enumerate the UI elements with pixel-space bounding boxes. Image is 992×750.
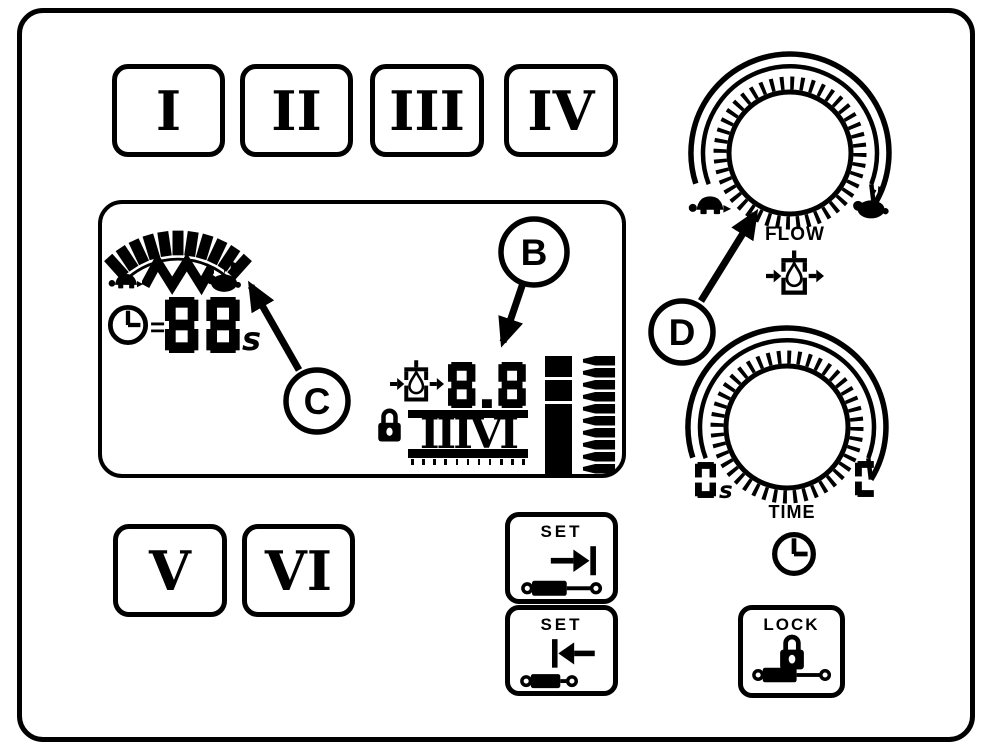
speed-gauge <box>104 230 252 282</box>
flow-readout-value <box>448 362 526 408</box>
flow-knob[interactable] <box>675 36 905 266</box>
clock-icon <box>107 304 149 346</box>
scale-tick <box>488 459 492 465</box>
level-bar <box>545 356 572 474</box>
scale-tick <box>500 459 503 465</box>
nozzle-column <box>582 356 616 474</box>
nozzle-icon <box>582 404 616 414</box>
lock-button[interactable]: LOCK <box>738 605 845 698</box>
time-knob-max-value <box>855 461 876 497</box>
mode-button-3[interactable]: III <box>370 64 484 157</box>
mode-button-4[interactable]: IV <box>504 64 618 157</box>
level-bar-segment <box>545 356 572 377</box>
mode-button-2-label: II <box>271 78 322 143</box>
section-readout: IIIVI <box>408 410 528 465</box>
scale-tick <box>522 459 525 465</box>
nozzle-icon <box>582 464 616 474</box>
scale-tick <box>411 459 414 465</box>
level-bar-segment <box>545 404 572 474</box>
mode-button-1[interactable]: I <box>112 64 225 157</box>
mode-button-6-label: VI <box>264 538 333 603</box>
scale-tick <box>477 459 481 465</box>
mode-button-1-label: I <box>155 78 182 143</box>
set-retract-label: SET <box>540 615 583 634</box>
cylinder-retracted-icon <box>518 671 584 691</box>
nozzle-icon <box>582 440 616 450</box>
bar-to-arrow-icon <box>542 636 600 671</box>
time-knob-min-value <box>695 462 717 498</box>
nozzle-icon <box>582 368 616 378</box>
scale-tick <box>422 459 425 465</box>
turtle-icon <box>108 270 144 292</box>
callout-d: D <box>648 208 759 366</box>
ladder-top-bar <box>408 410 528 418</box>
mode-button-5[interactable]: V <box>113 524 227 617</box>
flow-knob-label: FLOW <box>765 224 825 245</box>
scale-tick <box>444 459 447 465</box>
nozzle-icon <box>582 392 616 402</box>
scale-tick <box>466 459 470 465</box>
nozzle-icon <box>582 416 616 426</box>
callout-b: B <box>498 216 570 348</box>
clock-icon <box>771 531 817 577</box>
set-extend-label: SET <box>540 522 583 541</box>
scale-tick <box>433 459 436 465</box>
mode-button-6[interactable]: VI <box>242 524 355 617</box>
time-readout-unit: s <box>242 320 262 358</box>
mode-button-5-label: V <box>149 538 191 603</box>
set-retract-button[interactable]: SET <box>505 605 618 696</box>
mode-button-4-label: IV <box>527 78 595 143</box>
cylinder-extended-icon <box>518 578 606 599</box>
callout-b-label: B <box>521 232 548 273</box>
ladder-bottom-bar <box>408 449 528 458</box>
nozzle-icon <box>582 452 616 462</box>
scale-tick <box>511 459 514 465</box>
padlock-icon <box>376 406 403 444</box>
rabbit-icon <box>852 186 892 222</box>
time-knob-label: TIME <box>768 502 816 522</box>
lcd-display: = s C B IIIVI <box>98 200 626 478</box>
scale-tick <box>455 459 459 465</box>
equals-sign: = <box>150 312 166 342</box>
nozzle-icon <box>582 380 616 390</box>
callout-d-label: D <box>669 312 696 353</box>
nozzle-icon <box>582 428 616 438</box>
mode-button-2[interactable]: II <box>240 64 353 157</box>
arrow-to-bar-icon <box>546 543 604 578</box>
callout-c-label: C <box>304 381 331 422</box>
callout-c: C <box>247 280 351 435</box>
time-knob-min-unit: s <box>719 478 733 504</box>
nozzle-icon <box>582 356 616 366</box>
zigzag-wave-icon <box>142 254 214 296</box>
level-bar-segment <box>545 380 572 401</box>
section-readout-value: IIIVI <box>419 408 519 458</box>
mode-button-3-label: III <box>389 78 465 143</box>
time-knob[interactable] <box>672 310 902 540</box>
section-ticks <box>408 459 528 465</box>
set-extend-button[interactable]: SET <box>505 512 618 604</box>
lock-button-label: LOCK <box>763 615 820 634</box>
time-readout-value <box>165 297 240 353</box>
cylinder-extended-icon <box>751 665 833 685</box>
